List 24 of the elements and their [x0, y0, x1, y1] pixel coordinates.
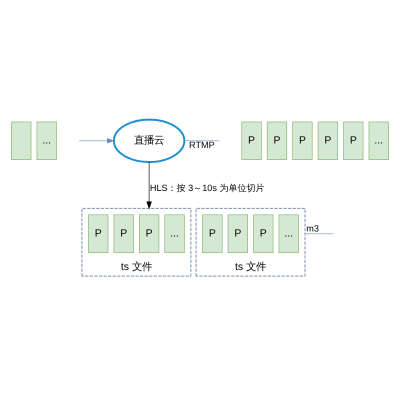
node-ellipse: 直播云 [112, 118, 186, 162]
node-box: ... [278, 214, 299, 253]
node-box: P [139, 214, 160, 253]
edge-label: HLS：按 3～10s 为单位切片 [150, 182, 264, 192]
node-box: P [228, 214, 248, 253]
node-box: P [266, 121, 288, 160]
node-box: ... [368, 121, 389, 160]
node-box: P [318, 121, 338, 160]
node-box [11, 121, 32, 160]
node-box: P [88, 214, 108, 253]
node-box: ... [164, 214, 185, 253]
connector [304, 232, 334, 234]
node-box: P [253, 214, 274, 253]
node-box: P [292, 121, 313, 160]
edge-label: m3 [306, 222, 320, 233]
node-box: P [202, 214, 222, 253]
node-box: ... [36, 121, 57, 160]
node-box: P [114, 214, 134, 253]
arrow [78, 138, 115, 144]
node-box: P [343, 121, 364, 160]
connector [184, 140, 220, 141]
edge-label: RTMP [189, 140, 215, 150]
node-box: P [241, 121, 262, 160]
arrow [146, 161, 152, 209]
